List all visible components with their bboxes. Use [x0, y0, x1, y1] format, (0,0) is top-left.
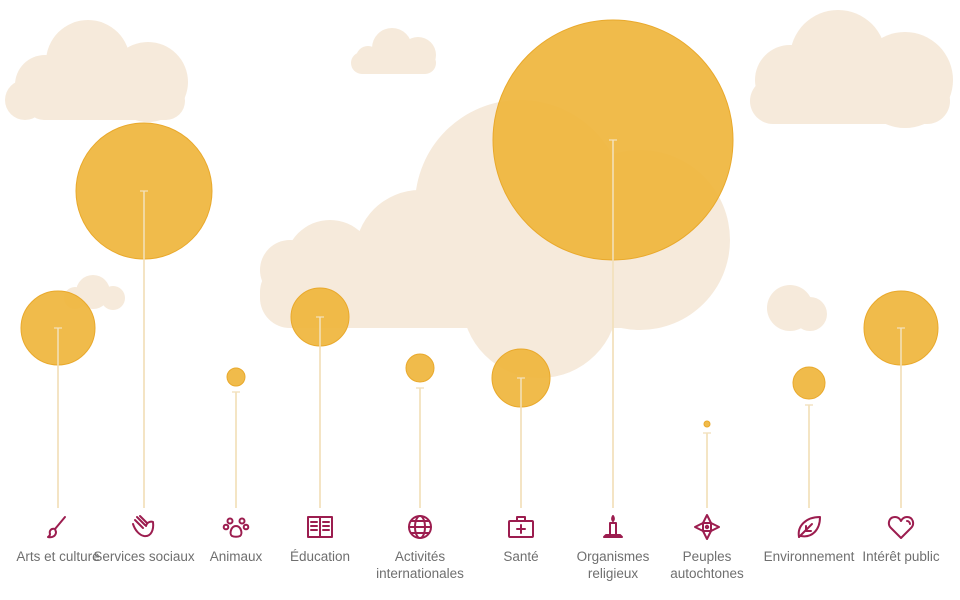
compass-star-icon [692, 512, 722, 542]
category-label: Intérêt public [862, 549, 940, 564]
category-label: Environnement [763, 549, 855, 564]
category-label: Activités internationales [376, 549, 464, 581]
book-icon [305, 512, 335, 542]
cloud [767, 285, 827, 331]
category-label: Services sociaux [93, 549, 195, 564]
first-aid-kit-icon [506, 512, 536, 542]
category-label: Organismes religieux [576, 549, 650, 581]
cloud [5, 20, 188, 122]
category-label: Éducation [289, 549, 351, 564]
globe-icon [405, 512, 435, 542]
hand-icon [129, 512, 159, 542]
bubble-2 [226, 367, 246, 387]
paintbrush-icon [43, 512, 73, 542]
bubble-8 [792, 366, 826, 400]
leaf-icon [794, 512, 824, 542]
candle-icon [598, 512, 628, 542]
category-label: Animaux [209, 549, 263, 564]
category-label: Santé [503, 549, 539, 564]
bubble-7 [703, 420, 711, 428]
paw-icon [221, 512, 251, 542]
cloud [750, 10, 953, 128]
bubble-4 [405, 353, 435, 383]
category-label: Peuples autochtones [670, 549, 744, 581]
heart-icon [886, 512, 916, 542]
cloud [351, 28, 436, 74]
category-label: Arts et culture [16, 549, 100, 564]
